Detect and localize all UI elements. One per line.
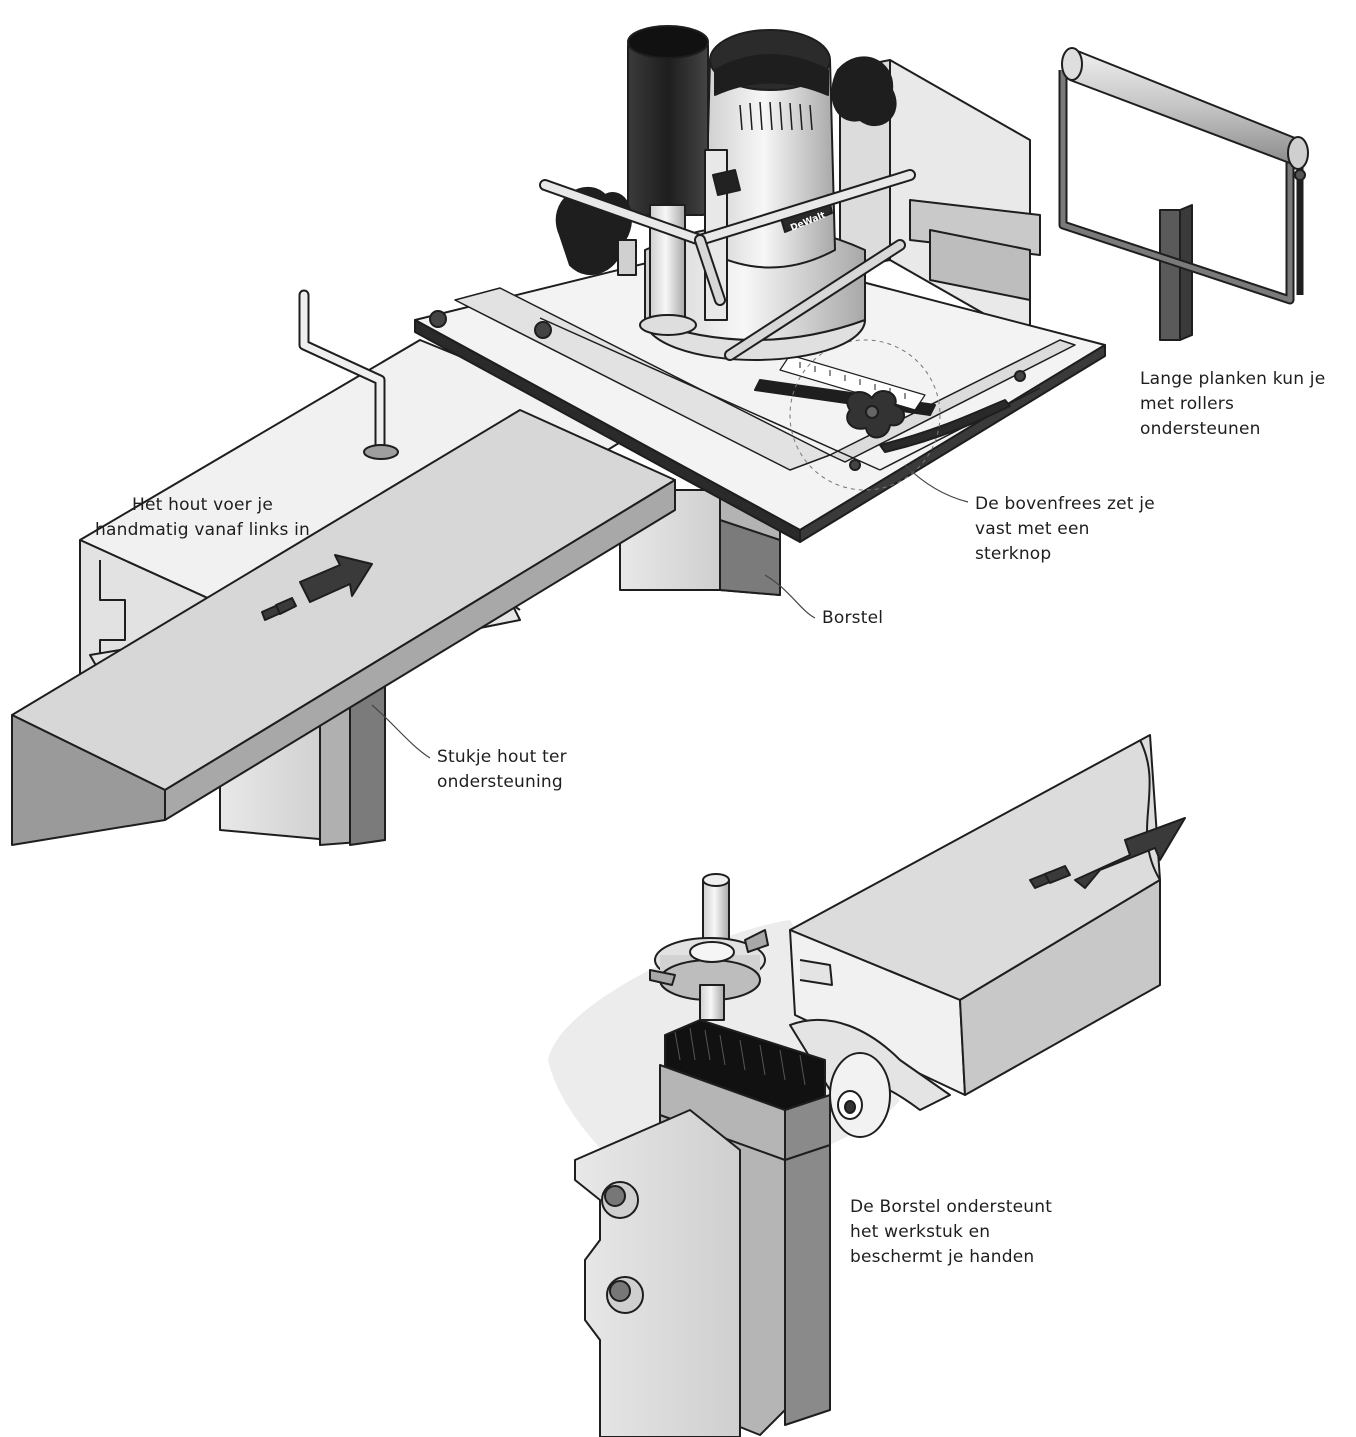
router-bit (649, 873, 769, 1021)
edge-guide-bars (539, 169, 916, 361)
crank-handle (298, 289, 399, 460)
annotation-brush-detail-line-3: beschermt je handen (850, 1247, 1035, 1267)
annotation-feed-line-2: handmatig vanaf links in (95, 520, 311, 540)
detail-workpiece (789, 734, 1161, 1096)
workpiece-board (11, 409, 676, 846)
annotation-rollers-line-3: ondersteunen (1140, 419, 1261, 439)
annotation-support-wood-line-2: ondersteuning (437, 772, 563, 792)
leader-star-knob (904, 464, 969, 503)
annotation-brush-line-1: Borstel (822, 608, 884, 628)
detail-feed-arrow (1029, 817, 1186, 889)
roller-stand (1058, 47, 1309, 341)
detail-roller (789, 1018, 951, 1138)
annotation-support-wood-line-1: Stukje hout ter (437, 747, 567, 767)
detail-profile (574, 1109, 741, 1437)
motor-column (627, 25, 709, 216)
annotation-star-knob-line-1: De bovenfrees zet je (975, 494, 1155, 514)
feed-arrow (261, 554, 373, 621)
annotation-brush-detail-line-2: het werkstuk en (850, 1222, 991, 1242)
annotation-rollers-line-1: Lange planken kun je (1140, 369, 1326, 389)
router-knob-right (831, 56, 897, 127)
annotation-brush: Borstel (822, 606, 883, 631)
annotation-rollers-line-2: met rollers (1140, 394, 1235, 414)
annotation-star-knob-line-2: vast met een (975, 519, 1090, 539)
annotation-support-wood: Stukje hout ter ondersteuning (437, 745, 567, 795)
router: DeWalt (539, 25, 916, 361)
star-knob (846, 390, 905, 439)
annotation-feed: Het hout voer je handmatig vanaf links i… (95, 493, 310, 543)
leader-brush (764, 574, 816, 619)
annotation-brush-detail: De Borstel ondersteunt het werkstuk en b… (850, 1195, 1052, 1270)
annotation-brush-detail-line-1: De Borstel ondersteunt (850, 1197, 1053, 1217)
annotation-feed-line-1: Het hout voer je (131, 495, 274, 515)
main-assembly: DeWalt (11, 25, 1106, 846)
annotation-rollers: Lange planken kun je met rollers onderst… (1140, 367, 1325, 442)
leader-lines (371, 464, 969, 759)
annotation-star-knob: De bovenfrees zet je vast met een sterkn… (975, 492, 1155, 567)
leader-support-wood (371, 704, 431, 759)
detail-view (548, 734, 1186, 1437)
annotation-star-knob-line-3: sterknop (975, 544, 1052, 564)
router-plate (414, 244, 1106, 543)
